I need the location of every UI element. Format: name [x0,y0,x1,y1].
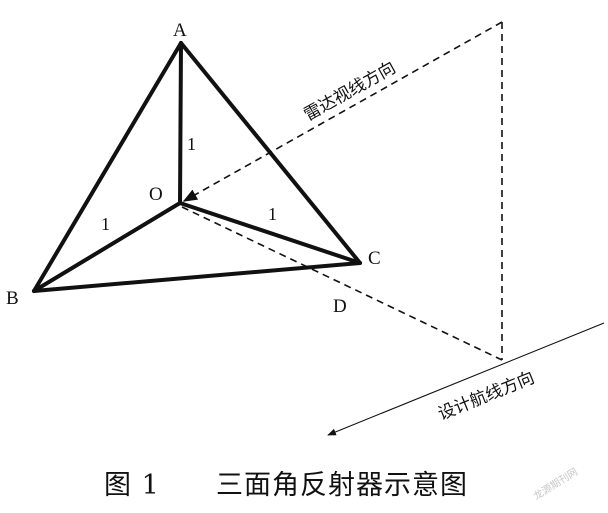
point-label-c: C [368,248,381,269]
point-label-b: B [6,288,19,309]
edge-oc [178,201,362,265]
point-label-a: A [173,20,187,41]
inner-edges [32,41,362,293]
flight-direction-label: 设计航线方向 [435,368,537,425]
figure-number: 图 1 [104,470,160,501]
point-label-o: O [149,184,163,205]
length-label-oc: 1 [268,204,277,224]
edge-oa [178,41,183,205]
edge-ob [32,201,182,293]
edge-ab [32,41,183,293]
figure-caption: 三面角反射器示意图 [216,470,468,501]
edge-bc [32,261,362,293]
length-label-ob: 1 [101,214,110,234]
outer-triangle [32,41,362,293]
flight-direction-arrow [327,322,605,436]
radar-line-of-sight [182,21,503,202]
watermark-text: 龙源期刊网 [531,465,580,503]
length-label-oa: 1 [187,134,196,154]
point-label-d: D [333,296,347,317]
radar-direction-label: 雷达视线方向 [301,58,400,125]
dashed-lines [181,21,503,361]
od-dashed-line [181,206,503,361]
